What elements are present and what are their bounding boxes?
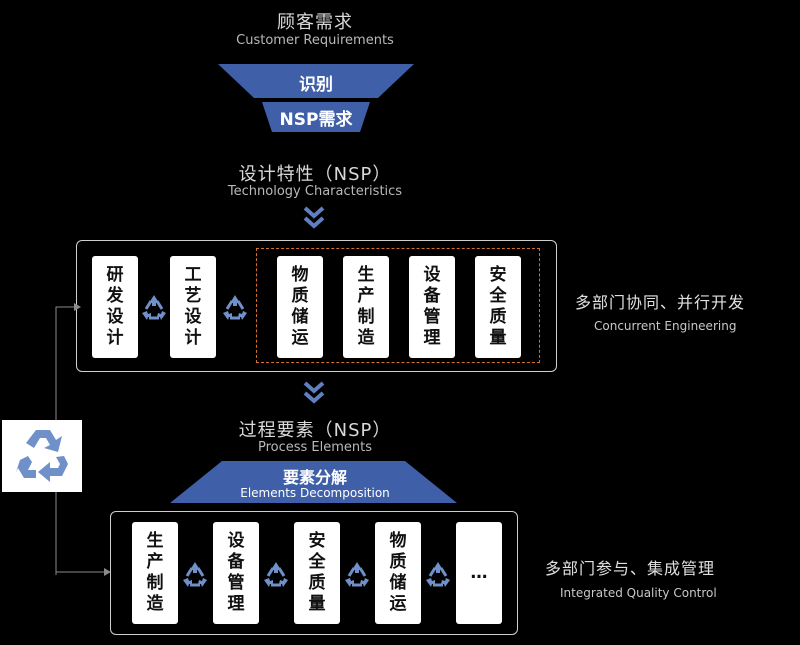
- elements-decomposition-title: 要素分解: [282, 468, 347, 487]
- elements-decomposition-banner: [170, 461, 457, 503]
- recycle-icon: [262, 560, 290, 589]
- funnel-identify-label: 识别: [299, 75, 333, 95]
- recycle-box: [2, 420, 82, 492]
- recycle-icon: [140, 293, 168, 322]
- recycle-icon: [424, 560, 452, 589]
- customer-requirements-subtitle: Customer Requirements: [236, 33, 394, 48]
- card-production-manufacturing-2: 生 产 制 造: [132, 522, 178, 624]
- process-elements-subtitle: Process Elements: [257, 440, 373, 455]
- card-process-design: 工 艺 设 计: [170, 256, 216, 358]
- card-safety-quality-2: 安 全 质 量: [294, 522, 340, 624]
- card-production-manufacturing: 生 产 制 造: [343, 256, 389, 358]
- card-rd-design: 研 发 设 计: [92, 256, 138, 358]
- recycle-icon: [181, 560, 209, 589]
- departments-group-outline: [256, 248, 540, 363]
- card-material-storage: 物 质 储 运: [277, 256, 323, 358]
- customer-requirements-title: 顾客需求: [277, 12, 353, 33]
- card-equipment-management-2: 设 备 管 理: [213, 522, 259, 624]
- design-characteristics-title: 设计特性（NSP）: [238, 164, 392, 185]
- funnel-nsp-requirements-label: NSP需求: [279, 110, 353, 130]
- design-characteristics-subtitle: Technology Characteristics: [227, 184, 403, 199]
- card-safety-quality: 安 全 质 量: [475, 256, 521, 358]
- chevron-down-icon: [303, 381, 325, 404]
- integrated-quality-title: 多部门参与、集成管理: [545, 559, 716, 578]
- concurrent-engineering-subtitle: Concurrent Engineering: [594, 319, 737, 333]
- recycle-icon: [221, 293, 249, 322]
- requirement-funnel: [218, 64, 414, 132]
- card-more: …: [456, 522, 502, 624]
- concurrent-engineering-title: 多部门协同、并行开发: [575, 293, 746, 312]
- elements-decomposition-subtitle: Elements Decomposition: [240, 486, 390, 500]
- card-material-storage-2: 物 质 储 运: [375, 522, 421, 624]
- recycle-icon: [16, 430, 68, 482]
- process-elements-title: 过程要素（NSP）: [238, 420, 392, 441]
- chevron-down-icon: [303, 206, 325, 229]
- card-equipment-management: 设 备 管 理: [409, 256, 455, 358]
- recycle-icon: [343, 560, 371, 589]
- integrated-quality-subtitle: Integrated Quality Control: [560, 586, 717, 600]
